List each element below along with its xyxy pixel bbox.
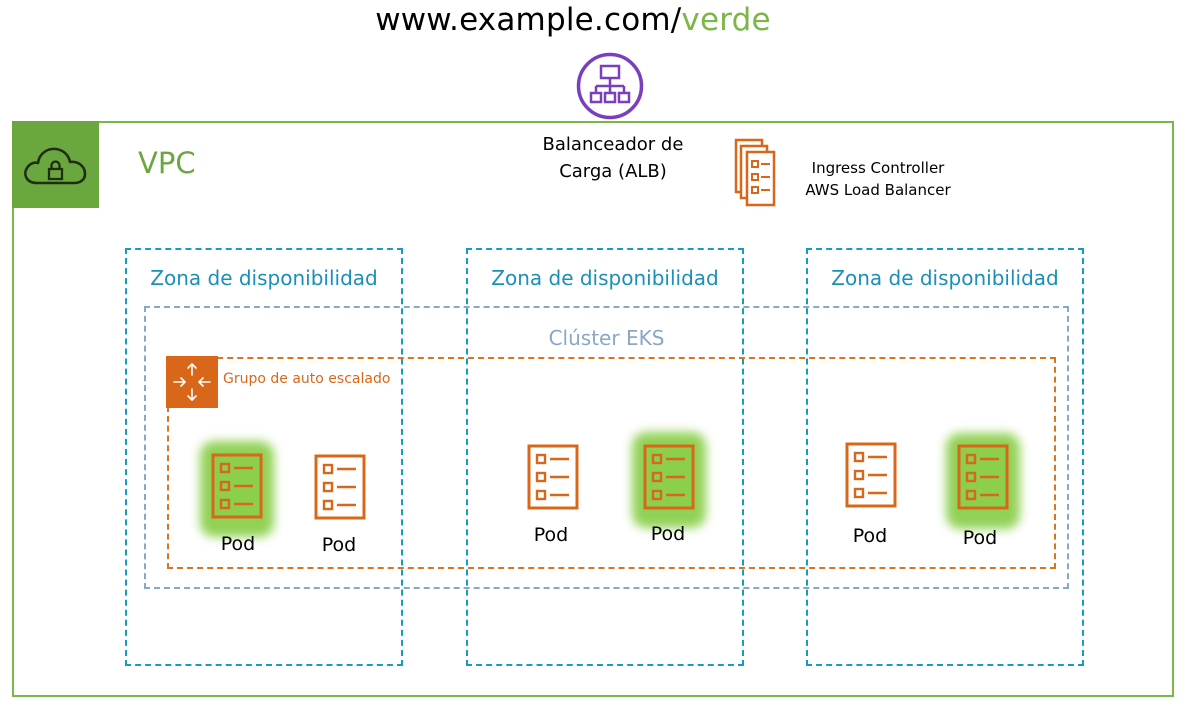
pod-label: Pod <box>220 533 256 555</box>
vpc-label: VPC <box>138 146 196 180</box>
eks-cluster-label: Clúster EKS <box>548 326 665 350</box>
vpc-badge <box>12 121 99 208</box>
pod-label: Pod <box>852 525 888 547</box>
auto-scaling-group-label: Grupo de auto escalado <box>223 371 391 387</box>
auto-scaling-badge <box>166 356 218 408</box>
ingress-controller-label: Ingress Controller AWS Load Balancer <box>790 157 966 201</box>
load-balancer-label-line1: Balanceador de <box>542 134 684 155</box>
pod-icon <box>211 453 263 519</box>
load-balancer-label-line2: Carga (ALB) <box>559 161 667 182</box>
eks-cluster-container <box>144 306 1069 589</box>
url-base: www.example.com/ <box>375 2 682 38</box>
ingress-label-line1: Ingress Controller <box>811 159 945 177</box>
pod-icon <box>643 444 695 510</box>
availability-zone-3 <box>806 248 1084 666</box>
availability-zone-2 <box>466 248 744 666</box>
vpc-container <box>12 121 1174 697</box>
availability-zone-label: Zona de disponibilidad <box>491 266 719 290</box>
load-balancer-icon <box>576 52 644 120</box>
pod-label: Pod <box>650 523 686 545</box>
ingress-label-line2: AWS Load Balancer <box>805 181 951 199</box>
pod-icon <box>527 444 579 510</box>
pod-icon <box>314 454 366 520</box>
url-path: verde <box>681 2 771 38</box>
availability-zone-1 <box>125 248 403 666</box>
auto-scaling-icon <box>173 363 211 401</box>
url-title: www.example.com/verde <box>0 2 1146 38</box>
load-balancer-label: Balanceador de Carga (ALB) <box>520 131 706 185</box>
pod-icon <box>845 442 897 508</box>
pod-label: Pod <box>321 534 357 556</box>
cloud-lock-icon <box>24 147 87 185</box>
pod-label: Pod <box>533 524 569 546</box>
auto-scaling-group-container <box>167 357 1056 569</box>
availability-zone-label: Zona de disponibilidad <box>150 266 378 290</box>
pod-label: Pod <box>962 527 998 549</box>
availability-zone-label: Zona de disponibilidad <box>831 266 1059 290</box>
ingress-controller-icon <box>734 138 776 207</box>
pod-icon <box>957 444 1009 510</box>
